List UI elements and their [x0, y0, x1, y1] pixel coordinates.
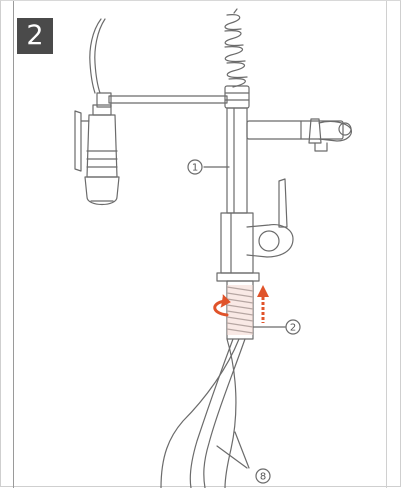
- top-collar: [224, 85, 250, 109]
- sprayer-hose-arc: [94, 18, 106, 94]
- supply-hose-3: [224, 338, 237, 488]
- callout-2-circle: [285, 319, 301, 335]
- callout-8-label: 8: [260, 472, 266, 483]
- callout-8-leader-a: [216, 445, 248, 469]
- callout-2-label: 2: [290, 323, 296, 334]
- lower-body: [220, 212, 254, 274]
- left-border-line: [13, 1, 14, 488]
- supply-hose-2: [160, 338, 240, 488]
- spring-coil: [224, 8, 248, 88]
- callout-1-label: 1: [192, 163, 198, 174]
- callout-1-circle: [187, 159, 203, 175]
- rotate-arrow-icon: [213, 294, 231, 317]
- main-faucet-body: [226, 107, 248, 214]
- sprayer-hose-arc-inner: [89, 18, 102, 94]
- handle-lever: [246, 178, 294, 258]
- callout-8-circle: [255, 468, 271, 484]
- sprayer-holder-arm: [108, 95, 228, 104]
- sprayer-head: [74, 104, 120, 206]
- base-flange: [216, 272, 260, 282]
- callout-8-leader-b: [234, 431, 250, 469]
- holder-clip: [96, 92, 112, 108]
- up-arrow-icon: [257, 285, 269, 323]
- supply-hose-1-edge: [203, 338, 246, 488]
- spout: [246, 118, 352, 152]
- shank-highlight: [227, 285, 253, 335]
- supply-hose-1: [189, 338, 234, 488]
- step-number-badge: 2: [17, 18, 53, 54]
- right-border-line: [386, 1, 387, 488]
